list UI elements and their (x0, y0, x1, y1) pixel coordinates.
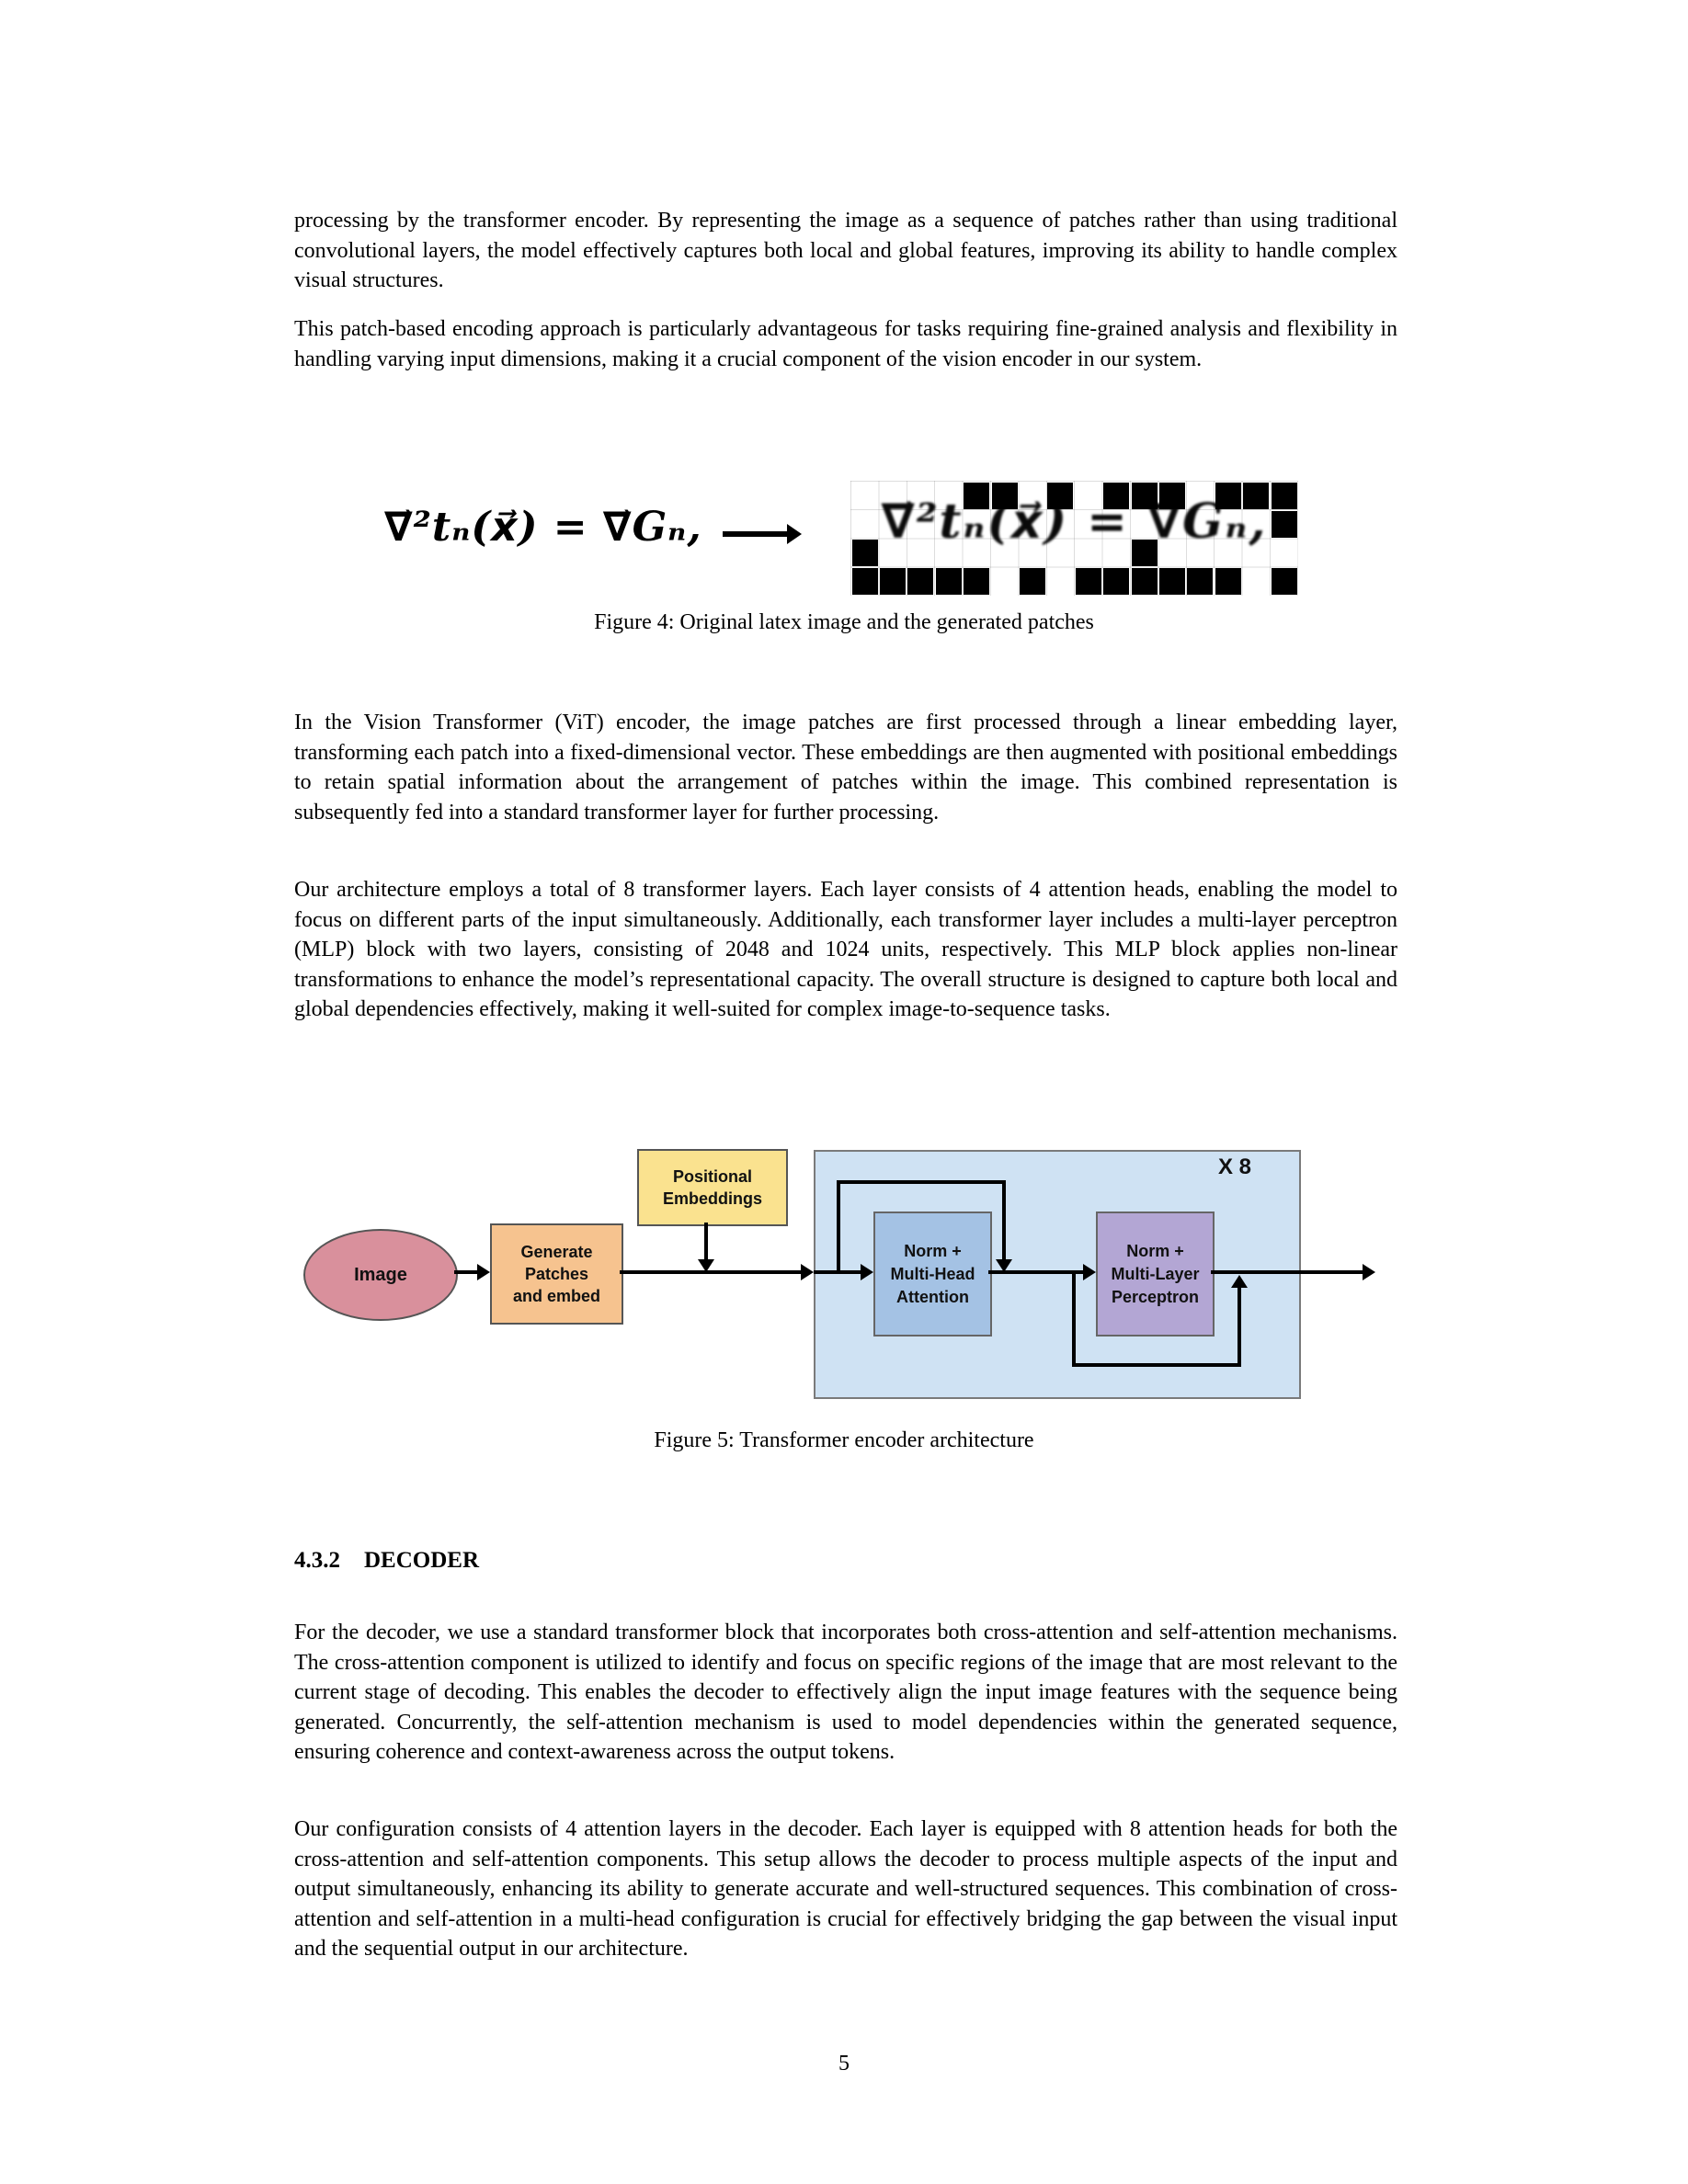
black-patch-cell (1271, 510, 1297, 538)
black-patch-cell (1019, 568, 1045, 596)
paragraph-5: For the decoder, we use a standard trans… (294, 1621, 1397, 1764)
black-patch-cell (1271, 568, 1297, 596)
black-patch-cell (907, 568, 934, 596)
section-number: 4.3.2 (294, 1548, 340, 1573)
page-number: 5 (838, 2052, 850, 2076)
figure-4-caption: Figure 4: Original latex image and the g… (594, 610, 1094, 634)
paragraph-2: This patch-based encoding approach is pa… (294, 317, 1397, 371)
black-patch-cell (1158, 482, 1185, 509)
black-patch-cell (1047, 482, 1074, 509)
black-patch-cell (991, 482, 1018, 509)
black-patch-cell (1103, 482, 1130, 509)
positional-label-line2: Embeddings (662, 1189, 762, 1208)
black-patch-cell (1243, 482, 1270, 509)
black-patch-cell (851, 568, 878, 596)
attention-label-line3: Attention (896, 1287, 969, 1306)
black-patch-cell (964, 482, 990, 509)
figure-5-caption: Figure 5: Transformer encoder architectu… (654, 1428, 1034, 1452)
paragraph-6: Our configuration consists of 4 attentio… (294, 1817, 1397, 1961)
black-patch-cell (964, 568, 990, 596)
black-patch-cell (1131, 482, 1158, 509)
patch-equation: ∇⃗²tₙ(x⃗) = ∇⃗Gₙ, (881, 494, 1268, 550)
image-label: Image (354, 1264, 407, 1285)
black-patch-cell (935, 568, 962, 596)
generate-label-line1: Generate Patches (520, 1243, 593, 1283)
black-patch-cell (1075, 568, 1101, 596)
black-patch-cell (1215, 568, 1241, 596)
generated-patches-image: ∇⃗²tₙ(x⃗) = ∇⃗Gₙ, (850, 481, 1298, 596)
black-patch-cell (1215, 482, 1241, 509)
section-heading-decoder: 4.3.2 DECODER (294, 1548, 479, 1574)
black-patch-cell (879, 568, 906, 596)
image-ellipse: Image (303, 1229, 458, 1321)
generate-patches-box: Generate Patches and embed (490, 1223, 623, 1325)
repeat-x8-label: X 8 (1218, 1155, 1252, 1179)
paragraph-3: In the Vision Transformer (ViT) encoder,… (294, 711, 1397, 825)
mlp-label-line3: Perceptron (1111, 1287, 1200, 1306)
attention-label-line1: Norm + (904, 1241, 962, 1260)
mlp-label-line2: Multi-Layer (1111, 1264, 1200, 1283)
attention-label-line2: Multi-Head (890, 1264, 975, 1283)
multi-layer-perceptron-box: Norm + Multi-Layer Perceptron (1096, 1211, 1215, 1337)
positional-embeddings-box: Positional Embeddings (637, 1149, 788, 1226)
latex-equation: ∇⃗²tₙ(x⃗) = ∇⃗Gₙ, (384, 504, 702, 551)
black-patch-cell (1271, 482, 1297, 509)
mlp-label-line1: Norm + (1126, 1241, 1184, 1260)
generate-label-line2: and embed (512, 1287, 601, 1305)
black-patch-cell (1131, 568, 1158, 596)
paragraph-4: Our architecture employs a total of 8 tr… (294, 878, 1397, 1021)
black-patch-cell (1187, 568, 1214, 596)
black-patch-cell (1103, 568, 1130, 596)
black-patch-cell (1158, 568, 1185, 596)
paragraph-1: processing by the transformer encoder. B… (294, 209, 1397, 292)
multi-head-attention-box: Norm + Multi-Head Attention (873, 1211, 992, 1337)
transformer-encoder-diagram: X 8 Image Generate Patches and embed Pos… (294, 1145, 1393, 1399)
black-patch-cell (1131, 539, 1158, 566)
section-title: DECODER (364, 1548, 480, 1573)
black-patch-cell (851, 539, 878, 566)
positional-label-line1: Positional (672, 1167, 752, 1186)
